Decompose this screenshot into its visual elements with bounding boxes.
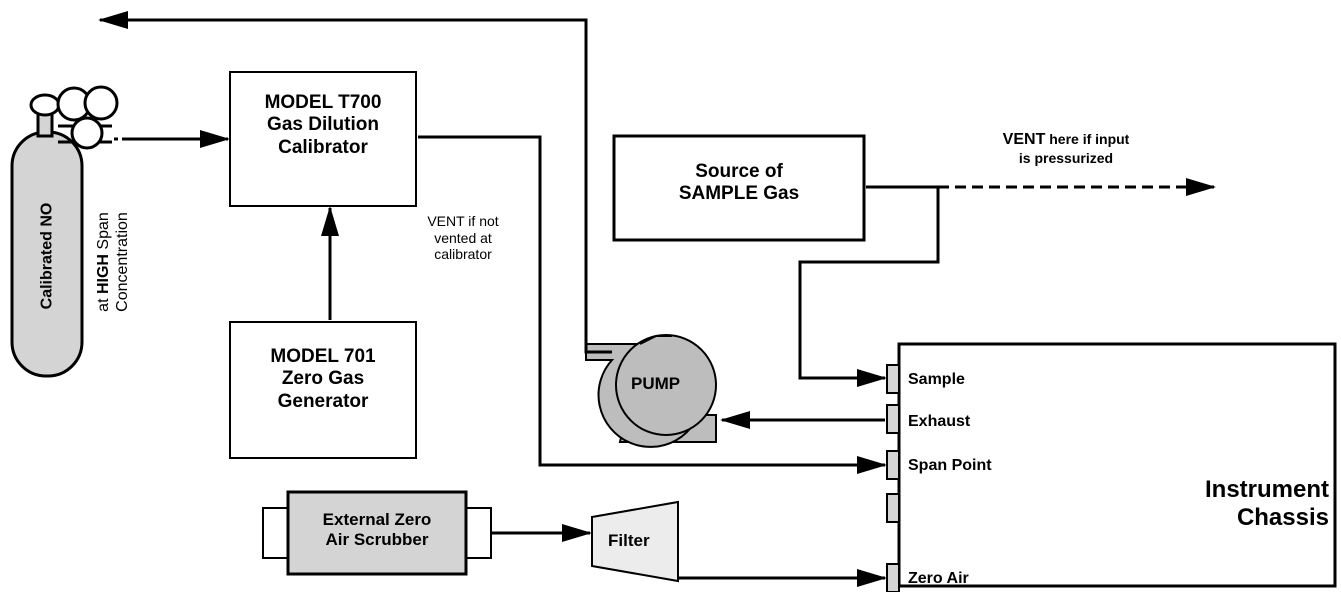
conc-bold: HIGH — [95, 254, 113, 295]
scrubber-box — [262, 490, 492, 576]
source-line2: SAMPLE Gas — [678, 183, 800, 205]
port-label-zero-air: Zero Air — [908, 570, 969, 587]
chassis-title: Instrument Chassis — [1205, 476, 1329, 533]
m701-line3: Generator — [277, 390, 369, 412]
m701-box — [229, 321, 417, 459]
concentration-line1: at HIGH Span — [95, 212, 114, 312]
chassis-title-line2: Chassis — [1236, 504, 1329, 532]
m701-line2: Zero Gas — [281, 368, 365, 390]
gas-cylinder-icon — [10, 85, 119, 378]
vent-note: VENT if not vented at calibrator — [427, 213, 498, 263]
chassis-title-line1: Instrument — [1204, 476, 1329, 503]
vent-word: VENT — [1002, 131, 1046, 148]
cylinder-label: Calibrated NO — [38, 202, 56, 310]
conc-suffix: Span — [95, 212, 113, 255]
source-label: Source of SAMPLE Gas — [679, 161, 799, 206]
scrubber-line1: External Zero — [322, 510, 432, 529]
filter-label: Filter — [608, 531, 650, 550]
port-label-span: Span Point — [908, 457, 992, 474]
port-label-exhaust: Exhaust — [908, 413, 971, 430]
scrubber-label: External Zero Air Scrubber — [323, 510, 432, 550]
concentration-line2: Concentration — [114, 212, 131, 312]
vent-note-line2: vented at — [434, 229, 492, 246]
vent-pressurized-note: VENT here if input is pressurized — [1003, 131, 1130, 166]
pump-icon — [585, 334, 717, 448]
t700-line2: Gas Dilution — [267, 114, 379, 136]
m701-line1: MODEL 701 — [270, 346, 376, 367]
vent-note-line1: VENT if not — [427, 213, 499, 229]
pump-label: PUMP — [631, 374, 681, 393]
port-label-sample: Sample — [908, 371, 965, 388]
line-source-to-sample — [798, 187, 940, 387]
line-pump-vent — [98, 10, 612, 354]
chassis-port-fittings — [886, 364, 900, 592]
t700-line3: Calibrator — [278, 136, 368, 158]
m701-label: MODEL 701 Zero Gas Generator — [270, 346, 375, 413]
t700-line1: MODEL T700 — [264, 92, 382, 113]
conc-prefix: at — [95, 294, 113, 312]
instrument-chassis — [897, 342, 1337, 588]
vent-rest: here if input — [1045, 131, 1130, 147]
scrubber-line2: Air Scrubber — [325, 530, 429, 550]
source-box — [612, 134, 866, 242]
vent-note-line3: calibrator — [434, 246, 492, 263]
filter-shape — [591, 500, 679, 583]
source-line1: Source of — [695, 161, 783, 182]
t700-box — [229, 71, 417, 207]
vent-pressurized-line2: is pressurized — [1018, 149, 1114, 166]
concentration-label: at HIGH Span Concentration — [95, 212, 133, 312]
t700-label: MODEL T700 Gas Dilution Calibrator — [265, 92, 382, 159]
vent-pressurized-line1: VENT here if input — [1003, 131, 1130, 150]
line-t700-to-span — [418, 135, 887, 474]
